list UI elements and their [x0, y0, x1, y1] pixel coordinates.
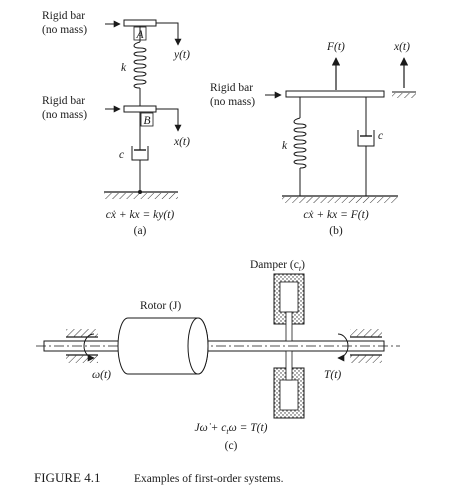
figure-caption: FIGURE 4.1 Examples of first-order syste… [34, 470, 284, 485]
omega-arrow [83, 333, 95, 362]
mid-rigid-bar [123, 105, 157, 113]
omega-label: ω(t) [92, 369, 111, 381]
rotor-label: Rotor (J) [140, 300, 181, 312]
top-bar-label-line2: (no mass) [42, 24, 87, 36]
torque-arrow [337, 333, 349, 362]
node-b-box [140, 112, 154, 127]
input-arrow [156, 22, 182, 46]
panel-a: Rigid bar (no mass) A y(t) k Rigid bar (… [42, 10, 190, 237]
caption-b: (b) [329, 225, 343, 237]
rotor-face [187, 317, 209, 375]
bar-b-label-line1: Rigid bar [210, 82, 253, 94]
figure-caption-text: Examples of first-order systems. [134, 473, 284, 485]
equation-b: cẋ + kx = F(t) [303, 209, 368, 221]
mid-bar-label-line1: Rigid bar [42, 95, 85, 107]
spring-b [293, 117, 307, 169]
panel-b: Rigid bar (no mass) F(t) x(t) k c cẋ + k… [210, 41, 416, 237]
mid-bar-label-line2: (no mass) [42, 109, 87, 121]
figure-number: FIGURE 4.1 [34, 470, 100, 485]
ground-b-hatch [282, 197, 398, 203]
damper-c-label: Damper (ct) [250, 259, 305, 273]
output-label: x(t) [173, 136, 190, 148]
node-b-label: B [143, 115, 150, 127]
ground-a-hatch [104, 193, 178, 199]
caption-a: (a) [134, 225, 147, 237]
output-arrow [156, 108, 182, 132]
top-bar-label-line1: Rigid bar [42, 10, 85, 22]
damper-a-label: c [119, 149, 124, 161]
equation-c: Jω̇ + ctω = T(t) [195, 422, 268, 436]
spring-b-label: k [282, 140, 288, 152]
spring-a-label: k [121, 62, 127, 74]
caption-c: (c) [225, 440, 238, 452]
force-label: F(t) [326, 41, 345, 53]
rigid-bar-b [285, 90, 385, 98]
equation-a: cẋ + kx = ky(t) [106, 209, 175, 221]
input-label: y(t) [173, 49, 190, 61]
top-rigid-bar [123, 19, 157, 27]
displacement-label: x(t) [393, 41, 410, 53]
torque-label: T(t) [324, 369, 341, 381]
damper-vane-top [279, 281, 299, 313]
spring-a [133, 41, 147, 89]
displacement-ref-hatch [392, 93, 416, 98]
damper-stem-top [285, 311, 293, 342]
bar-b-label-line2: (no mass) [210, 96, 255, 108]
panel-c: Damper (ct) Rotor (J) ω(t) T(t) [36, 259, 400, 452]
damper-stem-bottom [285, 350, 293, 381]
damper-vane-bottom [279, 379, 299, 411]
damper-b-label: c [378, 130, 383, 142]
